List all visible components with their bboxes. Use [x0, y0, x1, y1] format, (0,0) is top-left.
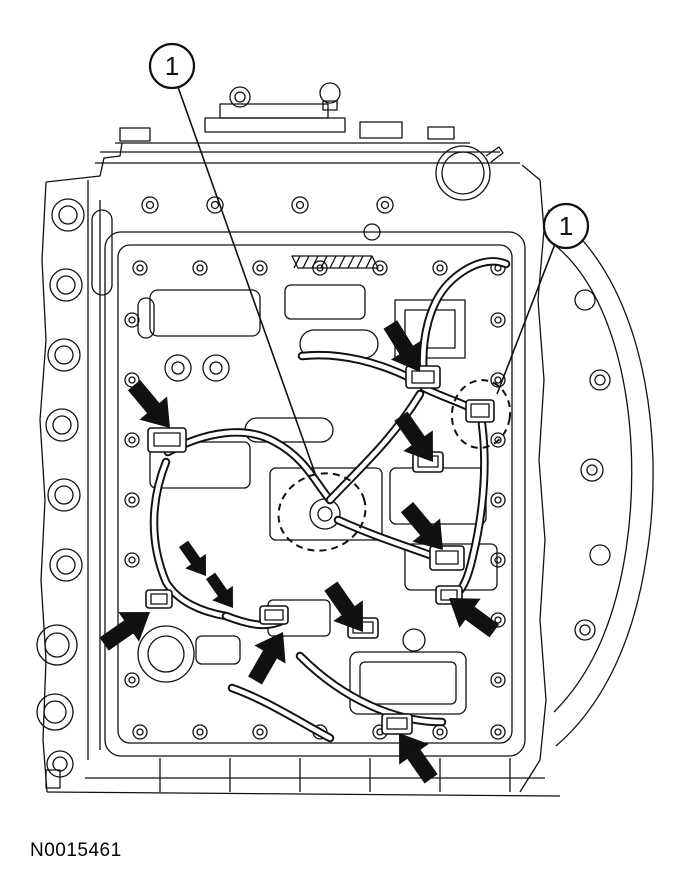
- pointer-arrow-icon: [178, 540, 206, 576]
- pointer-arrow-icon: [324, 581, 363, 632]
- callout-leader-line: [177, 86, 317, 477]
- pointer-arrow-icon: [99, 612, 150, 651]
- pointer-arrow-icon: [383, 320, 422, 372]
- dashed-highlight-ellipse: [277, 472, 367, 552]
- callout-number: 1: [559, 211, 573, 241]
- pointer-arrow-icon: [248, 632, 286, 685]
- annotation-layer: 11: [99, 42, 590, 784]
- pointer-arrow-icon: [449, 598, 500, 638]
- pointer-arrow-icon: [205, 572, 233, 608]
- pointer-arrow-icon: [400, 501, 443, 550]
- callout-leader-line: [496, 243, 556, 395]
- valve-body-line-art: [36, 82, 654, 797]
- figure-id: N0015461: [30, 840, 122, 861]
- pointer-arrow-icon: [127, 379, 170, 428]
- pointer-arrow-icon: [399, 733, 438, 784]
- pointer-arrow-icon: [394, 411, 433, 462]
- callout-balloon: [542, 202, 590, 250]
- dashed-highlight-ellipse: [450, 379, 512, 449]
- callout-number: 1: [165, 51, 179, 81]
- callout-balloon: [148, 42, 196, 90]
